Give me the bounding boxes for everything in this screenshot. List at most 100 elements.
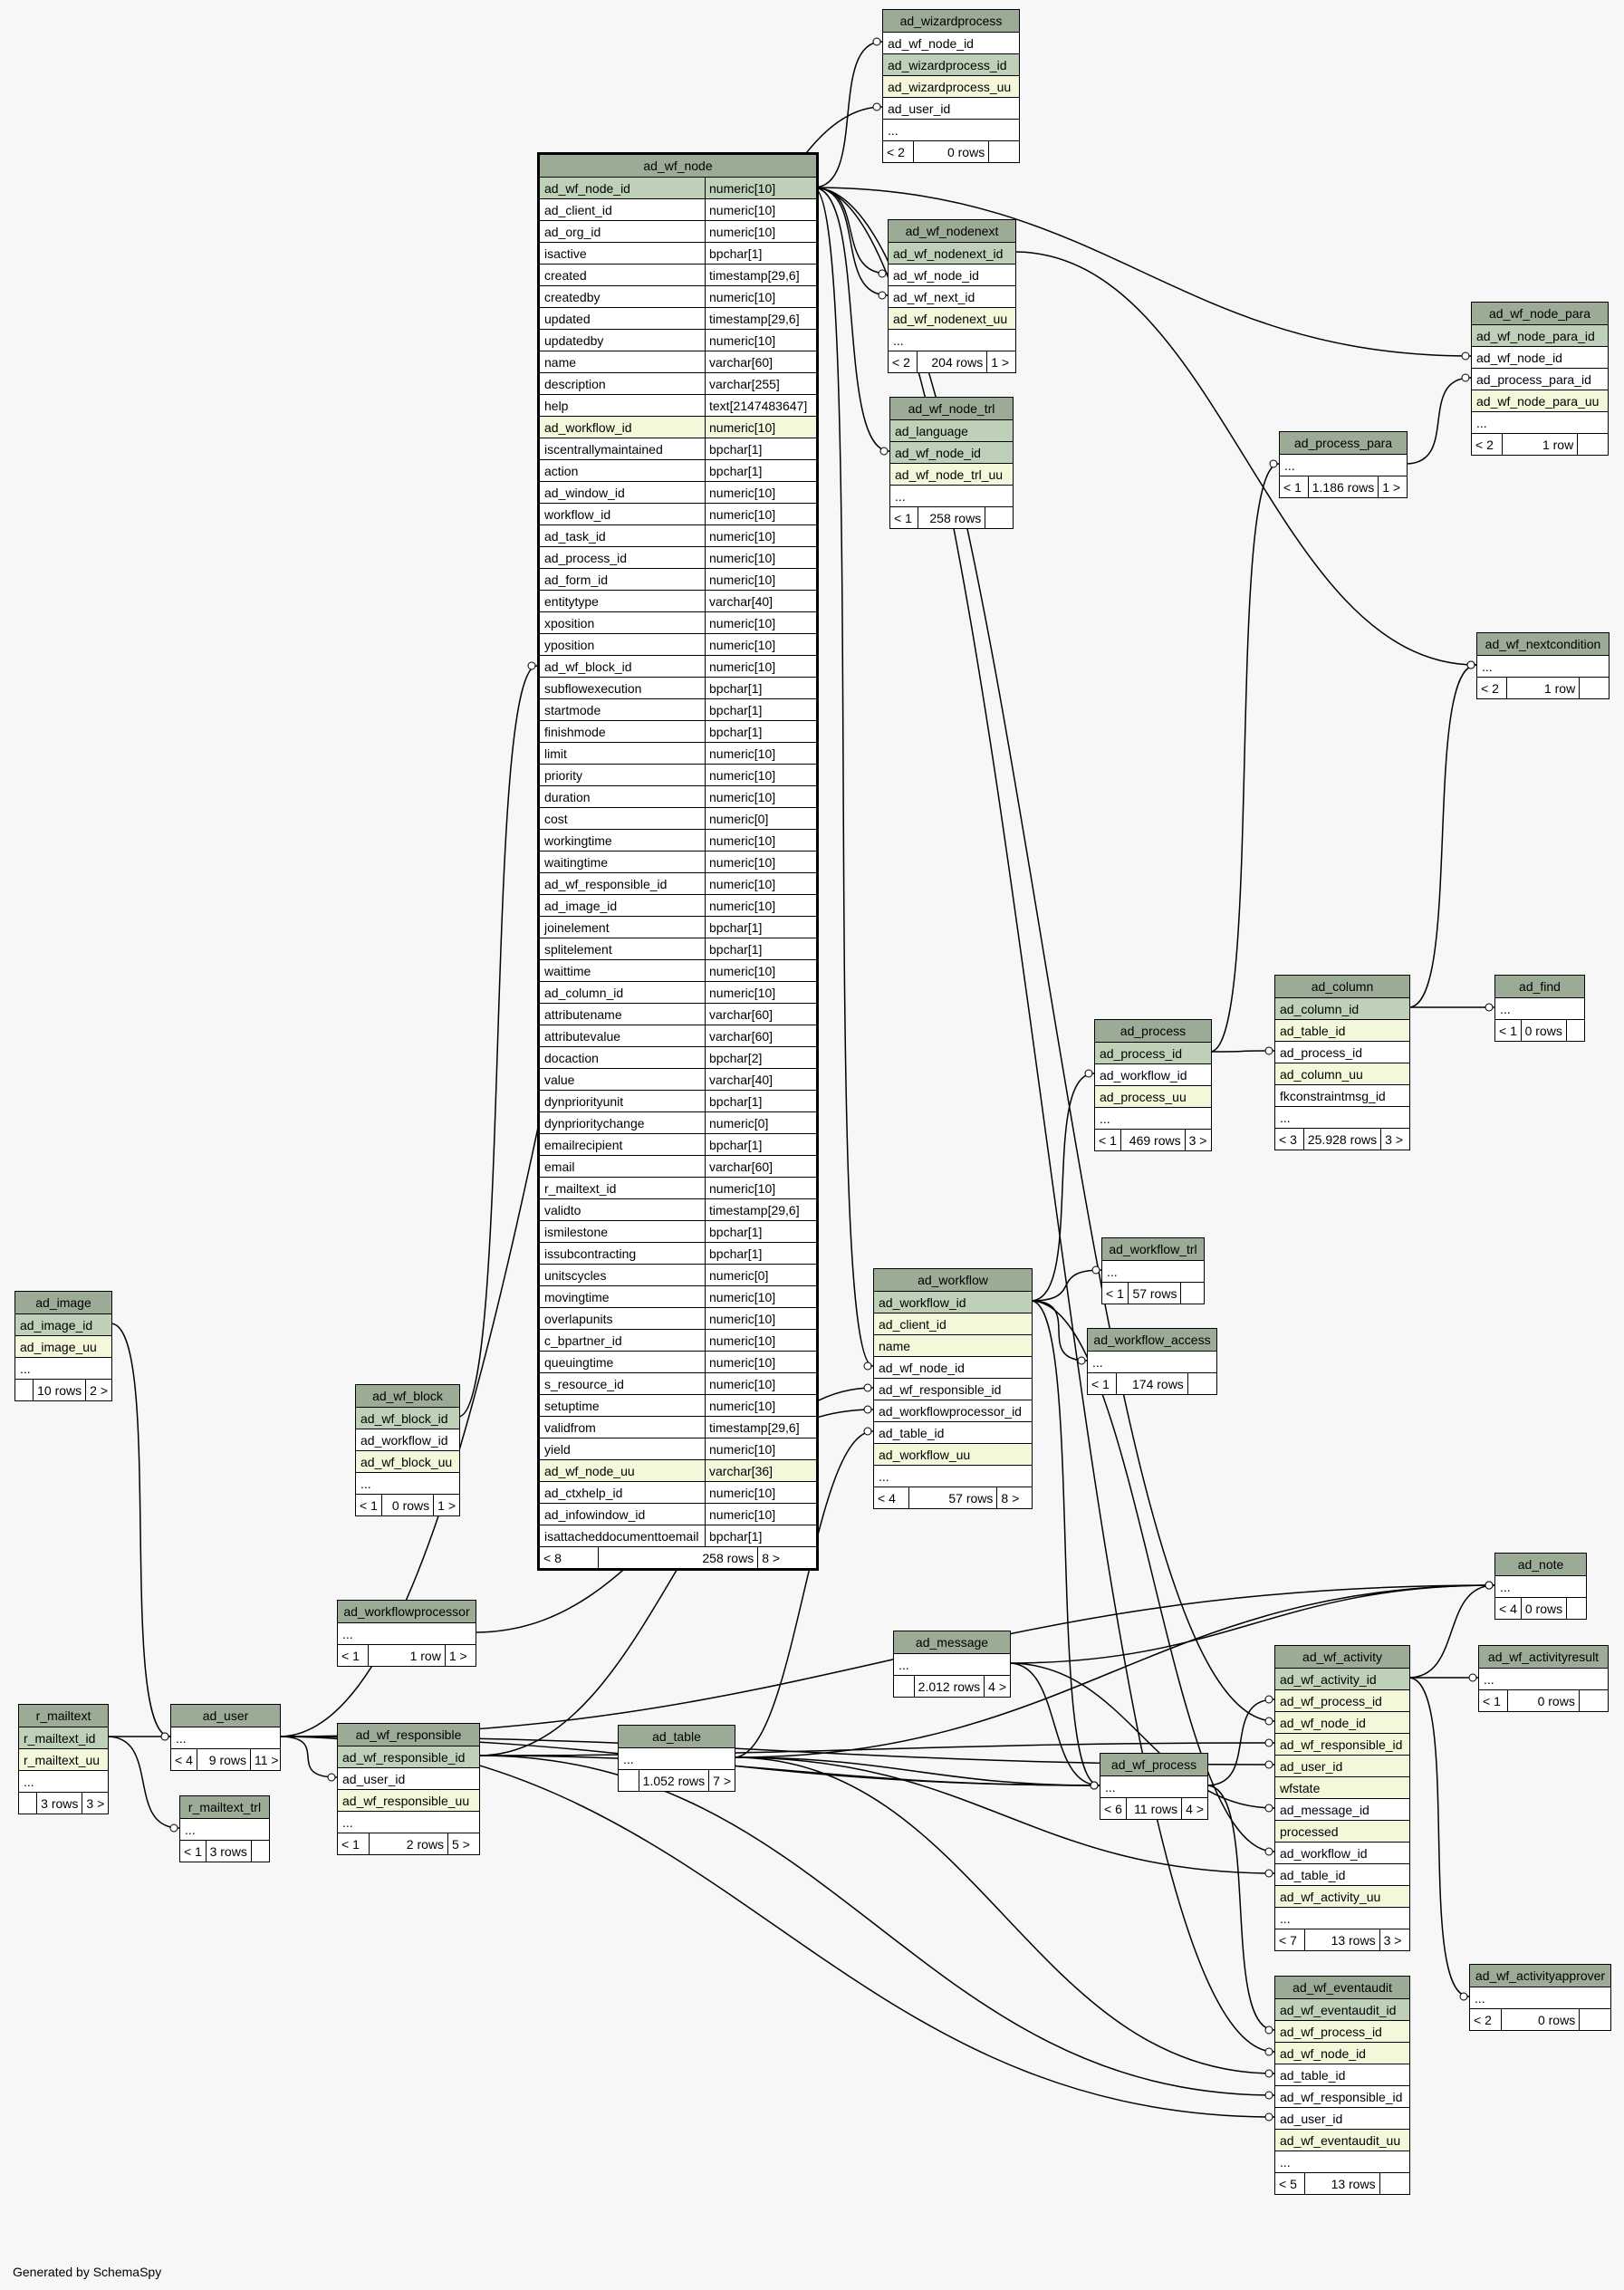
column-type: bpchar[1]: [705, 1091, 816, 1111]
relationship-end-marker: [1077, 1356, 1086, 1365]
column-row: ad_table_id: [1275, 1019, 1409, 1041]
table-ad-workflow-trl-footer-cell: 57 rows: [1127, 1283, 1181, 1304]
relationship-end-marker: [1091, 1265, 1100, 1275]
table-r-mailtext-trl-footer-cell: < 1: [184, 1844, 202, 1859]
table-title: ad_table: [652, 1729, 701, 1744]
relationship-line: [106, 1736, 180, 1829]
column-row: ad_wf_node_id: [1275, 1711, 1409, 1733]
main-table-footer-cell: 258 rows: [597, 1547, 757, 1568]
relationship-line: [1408, 1677, 1470, 1997]
column-name: ad_wf_node_id: [1280, 2046, 1366, 2061]
column-name: name: [879, 1339, 911, 1353]
column-name: duration: [544, 790, 591, 804]
column-row: r_mailtext_uu: [19, 1748, 108, 1770]
column-type: bpchar[1]: [705, 699, 816, 720]
column-name: ...: [895, 489, 906, 504]
column-row: ad_workflowprocessor_id: [874, 1400, 1032, 1421]
table-ad-wf-process-footer-cell: 11 rows: [1125, 1798, 1181, 1819]
relationship-line: [1014, 251, 1477, 666]
column-row: ad_user_id: [1275, 2107, 1409, 2129]
table-header: ad_table: [619, 1726, 735, 1747]
column-name: ad_language: [895, 424, 968, 438]
relationship-end-marker: [1468, 1673, 1477, 1682]
table-title: r_mailtext_trl: [187, 1800, 262, 1814]
column-row: name: [874, 1334, 1032, 1356]
table-r-mailtext-footer-cell: [19, 1793, 36, 1814]
column-row: ad_wf_nodenext_uu: [889, 307, 1015, 329]
table-header: ad_wf_node_trl: [890, 398, 1013, 419]
column-row: ad_column_uu: [1275, 1063, 1409, 1084]
table-ad-wf-activityapprover-footer-cell: [1579, 2009, 1610, 2030]
column-type: varchar[255]: [705, 373, 816, 394]
table-header: r_mailtext: [19, 1705, 108, 1727]
column-type: numeric[10]: [705, 1352, 816, 1372]
column-type: bpchar[1]: [705, 721, 816, 742]
column-name: fkconstraintmsg_id: [1280, 1089, 1386, 1103]
column-row: ...: [19, 1770, 108, 1792]
relationship-line: [812, 187, 889, 296]
column-name: ...: [176, 1731, 187, 1746]
column-row: ad_user_id: [338, 1767, 479, 1789]
column-row: ad_wf_node_para_uu: [1472, 390, 1608, 411]
column-row: ad_workflow_id: [1095, 1063, 1211, 1085]
column-type: varchar[40]: [705, 1069, 816, 1090]
relationship-end-marker: [1264, 1869, 1273, 1878]
relationship-end-marker: [527, 661, 536, 670]
column-row: ad_wf_block_uu: [356, 1450, 459, 1472]
table-ad-table-footer-cell: 1.052 rows: [638, 1770, 708, 1791]
column-row: ad_column_id: [1275, 997, 1409, 1019]
column-row: ad_workflow_id: [356, 1429, 459, 1450]
column-name: attributevalue: [544, 1029, 621, 1044]
column-name: ...: [1280, 1911, 1291, 1926]
table-title: ad_process: [1120, 1024, 1187, 1038]
column-name: updated: [544, 312, 591, 326]
column-name: ...: [185, 1823, 196, 1837]
relationship-end-marker: [1084, 1069, 1093, 1078]
relationship-line: [812, 187, 1472, 357]
table-ad-workflowprocessor-footer-cell: 1 >: [444, 1645, 476, 1666]
relationship-end-marker: [1264, 2025, 1273, 2035]
